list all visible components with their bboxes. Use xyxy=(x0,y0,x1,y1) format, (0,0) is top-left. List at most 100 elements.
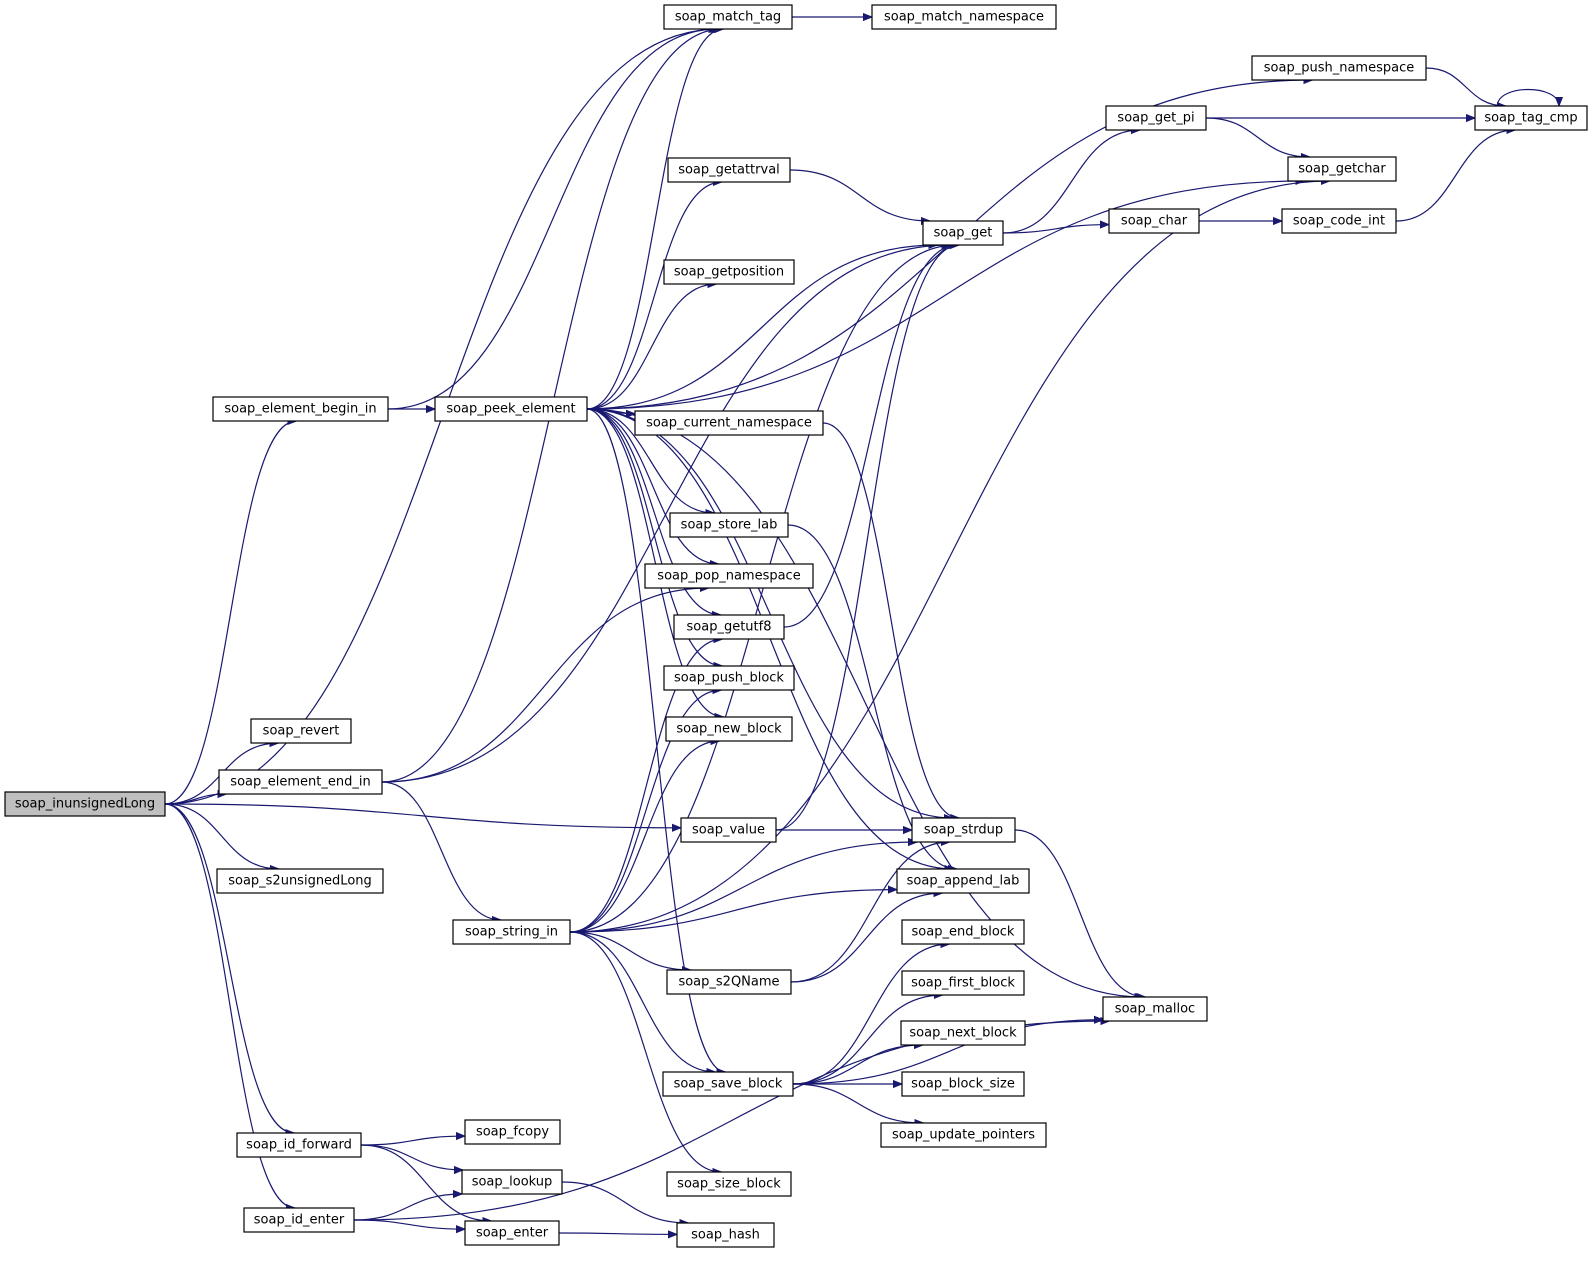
node-label: soap_s2unsignedLong xyxy=(228,874,372,889)
node-box xyxy=(1105,105,1207,131)
node-soap_getutf8[interactable]: soap_getutf8 xyxy=(673,614,785,640)
node-soap_end_block[interactable]: soap_end_block xyxy=(901,919,1025,945)
edge-soap_string_in-to-soap_append_lab xyxy=(569,890,897,933)
node-box xyxy=(673,614,785,640)
node-soap_current_namespace[interactable]: soap_current_namespace xyxy=(634,410,824,436)
node-soap_save_block[interactable]: soap_save_block xyxy=(662,1071,794,1097)
node-soap_first_block[interactable]: soap_first_block xyxy=(901,970,1025,996)
node-box xyxy=(880,1122,1047,1148)
edge-soap_peek_element-to-soap_get xyxy=(586,245,937,410)
edge-soap_get-to-soap_get_pi xyxy=(1002,130,1140,234)
node-soap_revert[interactable]: soap_revert xyxy=(250,718,352,744)
edge-soap_id_enter-to-soap_enter xyxy=(353,1219,465,1229)
node-soap_new_block[interactable]: soap_new_block xyxy=(665,716,793,742)
edge-soap_code_int-to-soap_tag_cmp xyxy=(1395,130,1515,222)
edge-layer xyxy=(164,17,1559,1234)
node-box xyxy=(250,718,352,744)
node-soap_s2unsignedLong[interactable]: soap_s2unsignedLong xyxy=(216,868,384,894)
node-label: soap_current_namespace xyxy=(646,416,812,431)
node-box xyxy=(212,396,389,422)
node-soap_get_pi[interactable]: soap_get_pi xyxy=(1105,105,1207,131)
node-box xyxy=(1108,208,1200,234)
node-soap_pop_namespace[interactable]: soap_pop_namespace xyxy=(644,563,814,589)
node-label: soap_store_lab xyxy=(681,518,778,533)
node-soap_enter[interactable]: soap_enter xyxy=(464,1220,560,1246)
node-box xyxy=(871,4,1057,30)
edge-soap_peek_element-to-soap_getchar xyxy=(586,181,1304,410)
edge-soap_id_forward-to-soap_lookup xyxy=(360,1144,463,1170)
node-box xyxy=(669,512,789,538)
node-soap_inunsignedLong[interactable]: soap_inunsignedLong xyxy=(4,791,166,817)
node-soap_id_enter[interactable]: soap_id_enter xyxy=(243,1207,355,1233)
node-soap_code_int[interactable]: soap_code_int xyxy=(1281,208,1397,234)
edge-soap_inunsignedLong-to-soap_element_end_in xyxy=(164,794,227,805)
node-soap_hash[interactable]: soap_hash xyxy=(676,1222,775,1248)
edge-soap_string_in-to-soap_s2QName xyxy=(569,931,691,970)
node-soap_push_namespace[interactable]: soap_push_namespace xyxy=(1251,55,1427,81)
edge-soap_lookup-to-soap_hash xyxy=(561,1181,688,1223)
node-soap_match_tag[interactable]: soap_match_tag xyxy=(663,4,793,30)
node-box xyxy=(1102,996,1208,1022)
node-label: soap_malloc xyxy=(1115,1002,1195,1017)
node-soap_getposition[interactable]: soap_getposition xyxy=(663,259,795,285)
edge-soap_element_end_in-to-soap_pop_namespace xyxy=(381,588,709,783)
edge-soap_string_in-to-soap_strdup xyxy=(569,842,917,933)
node-box xyxy=(634,410,824,436)
node-soap_value[interactable]: soap_value xyxy=(680,817,777,843)
node-label: soap_next_block xyxy=(909,1026,1017,1041)
node-soap_element_begin_in[interactable]: soap_element_begin_in xyxy=(212,396,389,422)
edge-soap_peek_element-to-soap_store_lab xyxy=(586,408,714,513)
edge-soap_save_block-to-soap_next_block xyxy=(792,1045,923,1085)
node-label: soap_tag_cmp xyxy=(1484,111,1577,126)
node-soap_getattrval[interactable]: soap_getattrval xyxy=(667,157,791,183)
node-soap_store_lab[interactable]: soap_store_lab xyxy=(669,512,789,538)
edge-soap_string_in-to-soap_new_block xyxy=(569,741,720,933)
node-box xyxy=(663,4,793,30)
node-label: soap_first_block xyxy=(911,976,1015,991)
node-soap_lookup[interactable]: soap_lookup xyxy=(461,1169,563,1195)
node-box xyxy=(1251,55,1427,81)
edge-soap_peek_element-to-soap_pop_namespace xyxy=(586,408,719,564)
node-soap_size_block[interactable]: soap_size_block xyxy=(666,1171,792,1197)
node-label: soap_id_forward xyxy=(246,1138,352,1153)
edge-soap_id_enter-to-soap_lookup xyxy=(353,1194,462,1221)
node-soap_append_lab[interactable]: soap_append_lab xyxy=(896,868,1030,894)
edge-soap_peek_element-to-soap_save_block xyxy=(586,408,725,1072)
node-label: soap_update_pointers xyxy=(892,1128,1035,1143)
node-soap_get[interactable]: soap_get xyxy=(922,220,1004,246)
node-label: soap_getattrval xyxy=(678,163,780,178)
node-soap_peek_element[interactable]: soap_peek_element xyxy=(434,396,588,422)
node-soap_update_pointers[interactable]: soap_update_pointers xyxy=(880,1122,1047,1148)
node-label: soap_char xyxy=(1121,214,1188,229)
node-box xyxy=(662,1071,794,1097)
node-soap_push_block[interactable]: soap_push_block xyxy=(663,665,795,691)
edge-soap_get_pi-to-soap_getchar xyxy=(1205,117,1310,157)
node-soap_char[interactable]: soap_char xyxy=(1108,208,1200,234)
node-soap_getchar[interactable]: soap_getchar xyxy=(1287,156,1397,182)
node-soap_malloc[interactable]: soap_malloc xyxy=(1102,996,1208,1022)
node-label: soap_hash xyxy=(691,1228,760,1243)
edge-soap_tag_cmp-to-soap_tag_cmp xyxy=(1496,89,1559,107)
node-soap_strdup[interactable]: soap_strdup xyxy=(911,817,1016,843)
node-box xyxy=(216,868,384,894)
node-soap_id_forward[interactable]: soap_id_forward xyxy=(236,1132,362,1158)
edge-soap_save_block-to-soap_end_block xyxy=(792,944,950,1085)
node-soap_tag_cmp[interactable]: soap_tag_cmp xyxy=(1474,105,1588,131)
node-box xyxy=(896,868,1030,894)
node-label: soap_fcopy xyxy=(476,1125,549,1140)
node-box xyxy=(676,1222,775,1248)
node-soap_s2QName[interactable]: soap_s2QName xyxy=(666,969,792,995)
node-box xyxy=(901,1071,1025,1097)
edge-soap_save_block-to-soap_update_pointers xyxy=(792,1083,923,1123)
node-soap_fcopy[interactable]: soap_fcopy xyxy=(464,1119,561,1145)
node-soap_block_size[interactable]: soap_block_size xyxy=(901,1071,1025,1097)
node-soap_element_end_in[interactable]: soap_element_end_in xyxy=(218,769,383,795)
node-box xyxy=(663,259,795,285)
node-soap_string_in[interactable]: soap_string_in xyxy=(452,919,571,945)
node-soap_match_namespace[interactable]: soap_match_namespace xyxy=(871,4,1057,30)
node-box xyxy=(922,220,1004,246)
node-box xyxy=(464,1220,560,1246)
node-soap_next_block[interactable]: soap_next_block xyxy=(900,1020,1026,1046)
node-label: soap_size_block xyxy=(677,1177,781,1192)
